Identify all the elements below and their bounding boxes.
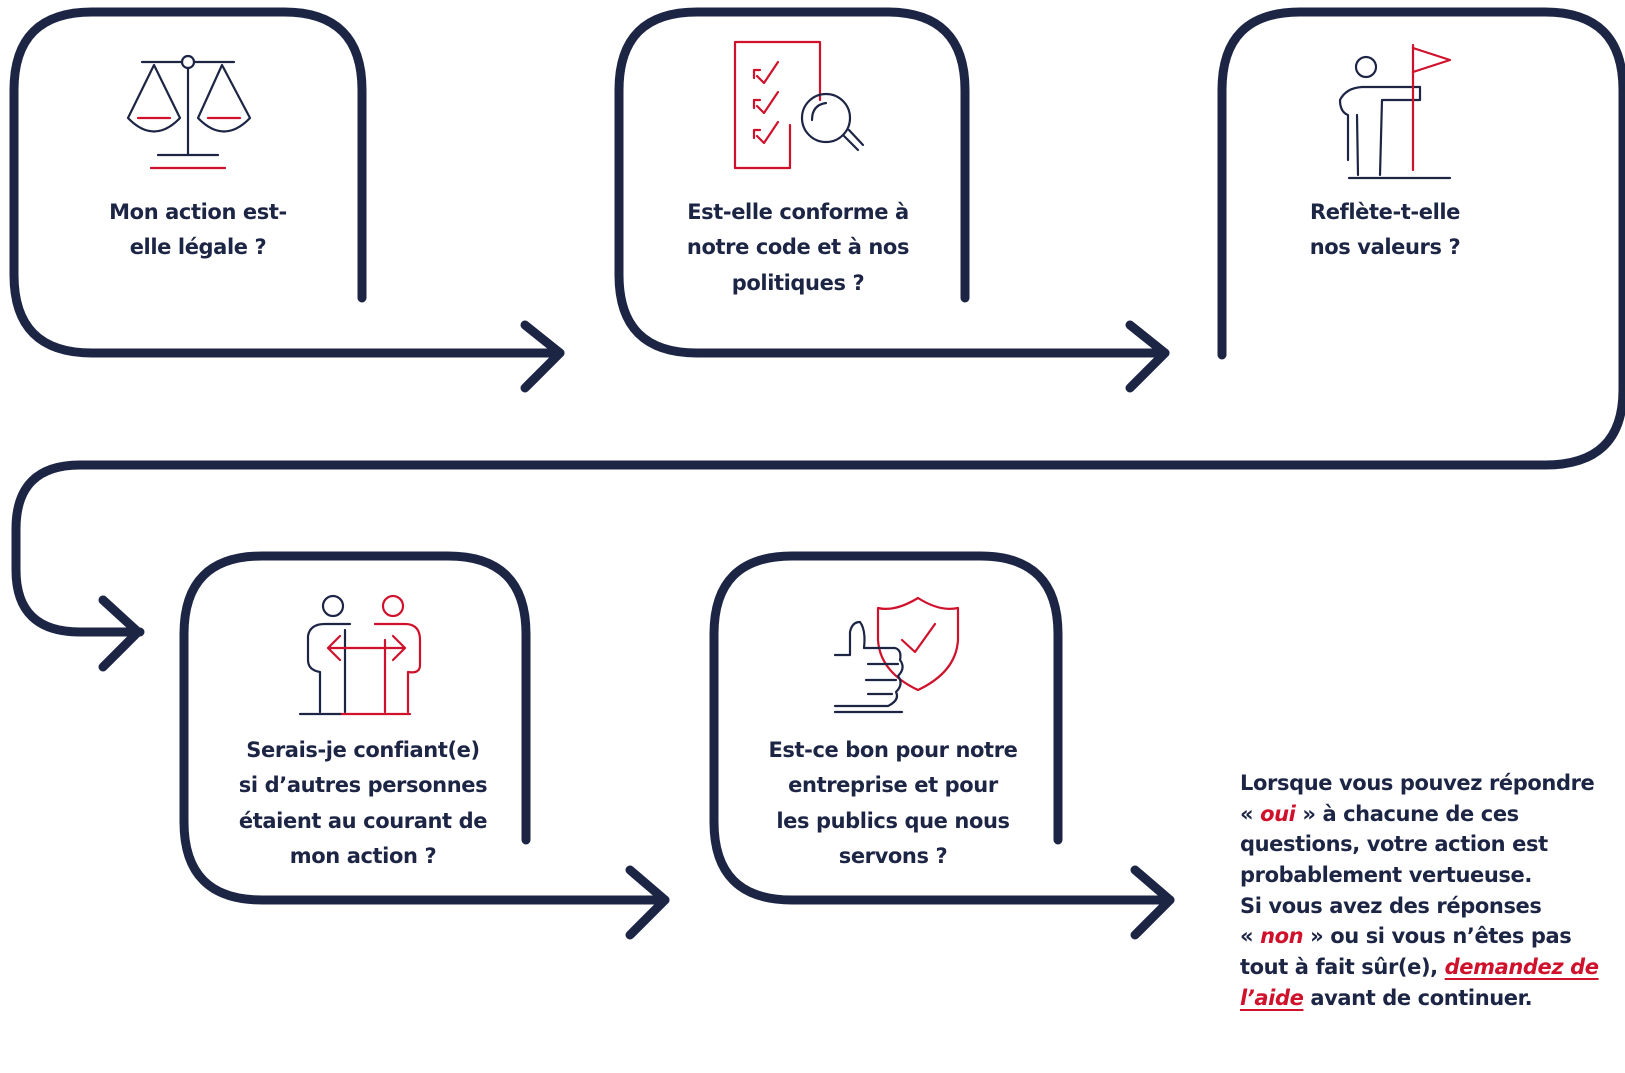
conclusion-text-part: tout à fait sûr(e), (1240, 954, 1445, 979)
two-people-exchange-icon (298, 594, 422, 716)
ask-for-help-link[interactable]: l’aide (1240, 985, 1304, 1010)
question-line: si d’autres personnes (238, 773, 488, 798)
question-line: servons ? (838, 843, 948, 868)
ask-for-help-link[interactable]: demandez de (1444, 954, 1599, 979)
step-2-frame (614, 7, 1170, 358)
step-3-frame (11, 7, 1625, 637)
conclusion-line: questions, votre action est (1240, 832, 1548, 857)
step-5-frame (709, 551, 1175, 905)
conclusion-text-part: » à chacune de ces (1295, 801, 1519, 826)
conclusion-line: tout à fait sûr(e), demandez de (1240, 952, 1625, 983)
scales-of-justice-icon (126, 54, 252, 170)
step-4-frame (179, 551, 670, 905)
checklist-magnifier-icon (733, 40, 865, 170)
step-4-question: Serais-je confiant(e) si d’autres person… (198, 733, 528, 874)
conclusion-line: « non » ou si vous n’êtes pas (1240, 921, 1625, 952)
question-line: Reflète-t-elle (1309, 200, 1461, 224)
conclusion-text: Lorsque vous pouvez répondre « oui » à c… (1240, 768, 1625, 1013)
question-line: Est-ce bon pour notre (768, 738, 1018, 762)
question-line: entreprise et pour (788, 773, 998, 798)
conclusion-line: Lorsque vous pouvez répondre (1240, 771, 1595, 795)
arrow-3-head (98, 595, 143, 672)
yes-word: oui (1260, 801, 1296, 826)
arrow-1-head (520, 320, 565, 393)
quote-open: « (1240, 924, 1261, 949)
step-1-question: Mon action est- elle légale ? (63, 195, 333, 266)
question-line: nos valeurs ? (1309, 235, 1461, 260)
conclusion-line: Si vous avez des réponses (1240, 893, 1542, 918)
arrow-2-head (1125, 320, 1170, 393)
step-2-question: Est-elle conforme à notre code et à nos … (638, 195, 958, 301)
thumbs-up-shield-icon (833, 596, 960, 714)
no-word: non (1260, 924, 1304, 949)
conclusion-text-part: avant de continuer. (1303, 985, 1533, 1010)
question-line: les publics que nous (776, 808, 1010, 833)
conclusion-line: probablement vertueuse. (1240, 862, 1532, 887)
question-line: étaient au courant de (238, 808, 488, 833)
question-line: Serais-je confiant(e) (246, 738, 480, 762)
step-5-question: Est-ce bon pour notre entreprise et pour… (728, 733, 1058, 874)
arrow-4-head (625, 865, 670, 940)
question-line: Mon action est- (109, 200, 287, 224)
question-line: politiques ? (731, 270, 865, 295)
arrow-5-head (1130, 865, 1175, 940)
conclusion-line: l’aide avant de continuer. (1240, 983, 1625, 1014)
quote-open: « (1240, 801, 1261, 826)
step-3-question: Reflète-t-elle nos valeurs ? (1260, 195, 1510, 266)
question-line: notre code et à nos (686, 235, 910, 260)
question-line: Est-elle conforme à (687, 200, 909, 224)
question-line: elle légale ? (129, 235, 267, 260)
step-1-frame (9, 7, 565, 358)
person-pointing-flag-icon (1338, 43, 1452, 180)
question-line: mon action ? (289, 843, 437, 868)
conclusion-line: « oui » à chacune de ces (1240, 799, 1625, 830)
conclusion-text-part: » ou si vous n’êtes pas (1303, 924, 1572, 949)
